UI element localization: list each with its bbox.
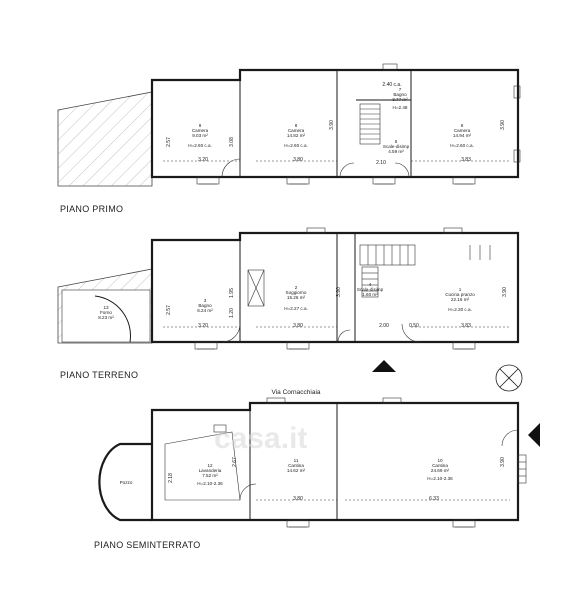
piano-primo-plan [57, 63, 521, 187]
room-9-name: Camera [192, 128, 209, 133]
dim-3-80-terreno: 3.80 [293, 323, 303, 329]
room-2-height: H=2.27 c.a. [284, 306, 308, 311]
room-12-name: Lavanderia [199, 468, 222, 473]
dim-2-18: 2.18 [168, 473, 174, 483]
dim-2-00: 2.00 [379, 323, 389, 329]
room-4-name: Scala-disimp [357, 287, 384, 292]
label-piano-terreno: PIANO TERRENO [60, 370, 138, 380]
dim-3-90-primo-b: 3.90 [500, 120, 506, 130]
dim-3-80-primo: 3.80 [293, 157, 303, 163]
room-5-area: 4.59 m² [388, 149, 404, 154]
room-1-area: 22.16 m² [451, 297, 470, 302]
window-terreno-3 [194, 341, 218, 350]
room-10-name: Cantina [432, 463, 448, 468]
stairs-primo [359, 103, 381, 145]
dim-3-90-sem: 3.90 [500, 457, 506, 467]
piano-seminterrato-plan [98, 397, 540, 528]
room-3-number: 3 [204, 298, 207, 303]
room-10-area: 24.69 m² [431, 468, 450, 473]
room-4-area: 1.60 m² [362, 292, 378, 297]
dim-3-90-primo-a: 3.90 [329, 120, 335, 130]
pozzo-label: Pozzo [120, 480, 133, 485]
stairs-terreno [359, 244, 416, 298]
room-12-number: 12 [207, 463, 213, 468]
watermark-logo: casa.it [214, 422, 307, 455]
dim-3-90-terreno-b: 3.90 [502, 287, 508, 297]
room-10-number: 10 [437, 458, 443, 463]
room-1-number: 1 [459, 287, 462, 292]
compass-icon [495, 364, 523, 392]
room-2-area: 15.26 m² [287, 295, 306, 300]
room-4-number: 4 [369, 282, 372, 287]
room-13-name: Forno [100, 310, 112, 315]
window-sem-10 [452, 519, 476, 528]
dim-3-80-sem: 3.80 [293, 496, 303, 502]
dim-1-20: 1.20 [229, 308, 235, 318]
room-7-name: Bagno [393, 92, 407, 97]
room-8-height: H=2.60 c.a. [284, 143, 308, 148]
room-13-number: 13 [103, 305, 109, 310]
room-10-height: H=2.10-2.36 [427, 476, 453, 481]
room-5-number: 5 [395, 139, 398, 144]
room-13-area: 8.23 m² [98, 315, 114, 320]
room-11-area: 14.62 m² [287, 468, 306, 473]
dim-3-20-primo: 3.20 [198, 157, 208, 163]
dim-3-20-terreno: 3.20 [198, 323, 208, 329]
window-8 [286, 176, 310, 185]
room-11-number: 11 [294, 458, 299, 463]
room-7-height: H=2.48 [393, 105, 408, 110]
room-12-area: 7.52 m² [202, 473, 218, 478]
dim-2-40: 2.40 c.a. [382, 82, 401, 88]
terrace-hatch [57, 91, 153, 187]
room-5-name: Scale-disimp [383, 144, 410, 149]
room-9-height: H=2.60 c.a. [188, 143, 212, 148]
dim-2-67: 2.67 [232, 457, 238, 467]
room-6-area: 14.94 m² [453, 133, 472, 138]
room-3-name: Bagno [198, 303, 212, 308]
room-1-name: Cucina pranzo [445, 292, 475, 297]
room-8-number: 8 [295, 123, 298, 128]
room-7-number: 7 [399, 87, 402, 92]
room-12-height: H=2.10-2.36 [197, 481, 223, 486]
room-2-name: Soggiorno [286, 290, 307, 295]
room-2-number: 2 [295, 285, 298, 290]
piano-terreno-plan [57, 227, 520, 372]
dim-2-57-primo: 2.57 [166, 137, 172, 147]
window-terreno-2 [286, 341, 310, 350]
label-piano-primo: PIANO PRIMO [60, 204, 123, 214]
room-6-number: 6 [461, 123, 464, 128]
dim-3-90-terreno-a: 3.90 [336, 287, 342, 297]
street-name: Via Cornacchiaia [271, 389, 320, 396]
room-7-area: 3.77 m² [392, 97, 408, 102]
forno-room [61, 289, 151, 343]
room-9-number: 9 [199, 123, 202, 128]
window-6 [452, 176, 476, 185]
window-9 [196, 176, 220, 185]
window-terreno-1 [452, 341, 476, 350]
dim-3-83-terreno: 3.83 [461, 323, 471, 329]
room-1-height: H=2.30 c.a. [448, 307, 472, 312]
room-9-area: 9.03 m² [192, 133, 208, 138]
dim-2-10: 2.10 [376, 160, 386, 166]
window-sem-11 [286, 519, 310, 528]
window-5 [372, 176, 396, 185]
dim-1-95: 1.95 [229, 288, 235, 298]
label-piano-seminterrato: PIANO SEMINTERRATO [94, 540, 201, 550]
room-3-area: 6.24 m² [197, 308, 213, 313]
entrance-arrow-seminterrato [528, 423, 540, 447]
dim-2-57-terreno: 2.57 [166, 305, 172, 315]
seminterrato-outer-wall [150, 401, 520, 522]
entrance-arrow-terreno [372, 360, 396, 372]
room-11-name: Cantina [288, 463, 304, 468]
room-8-name: Camera [288, 128, 305, 133]
room-6-name: Camera [454, 128, 471, 133]
room-6-height: H=2.60 c.a. [450, 143, 474, 148]
dim-0-50: 0.50 [409, 323, 419, 329]
pozzo-wall [98, 442, 152, 522]
dim-6-33: 6.33 [429, 496, 439, 502]
dim-3-83-primo: 3.83 [461, 157, 471, 163]
room-8-area: 14.82 m² [287, 133, 306, 138]
dim-3-08: 3.08 [229, 137, 235, 147]
